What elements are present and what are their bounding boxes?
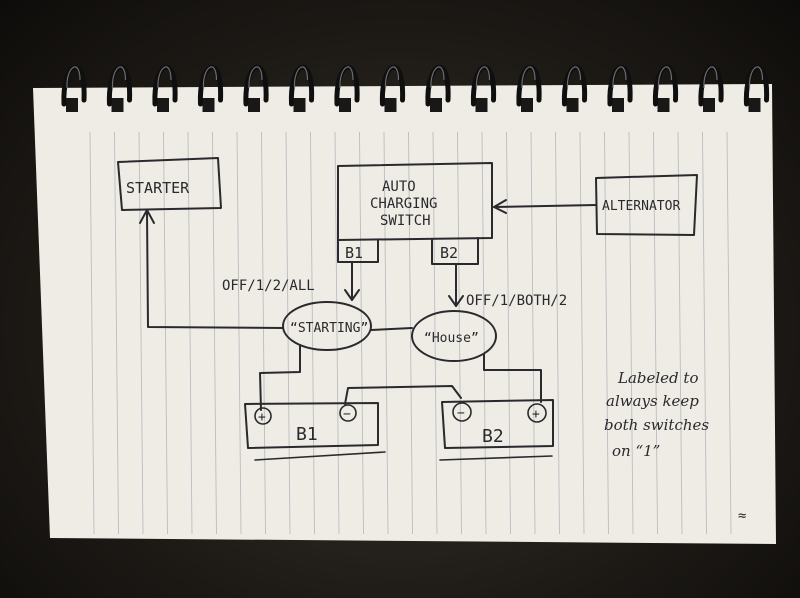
ruled-line — [677, 131, 683, 535]
starting-to-b1-positive-wire — [259, 345, 301, 411]
starting-switch-label: “STARTING” — [290, 321, 368, 336]
switch-label-line3: SWITCH — [380, 213, 431, 229]
spiral-ring — [425, 64, 451, 112]
starting-switch: “STARTING” — [282, 301, 372, 351]
spiral-ring — [516, 64, 542, 112]
ruled-line — [726, 131, 732, 535]
ruled-lines — [89, 131, 732, 535]
ruled-line — [653, 131, 658, 535]
battery-b1: + − B1 — [244, 402, 386, 461]
note-line-2: always keep — [606, 392, 699, 410]
corner-mark: ≈ — [738, 508, 746, 524]
starter-label: STARTER — [126, 179, 190, 197]
spiral-ring — [743, 64, 770, 112]
spiral-ring — [61, 64, 87, 112]
b2-negative-terminal: − — [457, 406, 465, 421]
house-switch-positions: OFF/1/BOTH/2 — [466, 293, 567, 309]
switch-b1-tab-label: B1 — [345, 244, 363, 262]
spiral-ring — [561, 64, 588, 112]
ruled-line — [481, 131, 487, 535]
house-to-b2-positive-wire — [483, 353, 542, 403]
handwritten-note: Labeled to always keep both switches on … — [604, 369, 709, 460]
ruled-line — [628, 131, 634, 535]
note-line-1: Labeled to — [617, 369, 699, 387]
ruled-line — [212, 131, 217, 535]
ruled-line — [285, 131, 291, 535]
b1-positive-terminal: + — [258, 410, 266, 425]
ruled-line — [432, 131, 438, 535]
b1-negative-terminal: − — [343, 407, 351, 422]
ruled-line — [457, 131, 462, 535]
b2-positive-terminal: + — [532, 407, 540, 422]
switch-b2-tab-label: B2 — [440, 244, 458, 262]
ruled-line — [261, 131, 266, 535]
ruled-line — [359, 131, 364, 535]
b2-label: B2 — [482, 426, 504, 447]
house-switch-label: “House” — [424, 331, 479, 346]
ruled-line — [236, 131, 242, 535]
ruled-line — [334, 131, 340, 535]
b2-to-house-wire — [448, 263, 464, 307]
auto-charging-switch-box: AUTO CHARGING SWITCH B1 B2 — [337, 162, 493, 265]
spiral-ring — [607, 64, 633, 112]
spiral-binding — [61, 64, 770, 112]
note-line-3: both switches — [604, 416, 709, 434]
spiral-ring — [152, 64, 178, 112]
notebook-page — [33, 84, 776, 544]
spiral-ring — [197, 64, 224, 112]
ruled-line — [310, 131, 315, 535]
house-switch: “House” — [411, 310, 497, 362]
ruled-line — [530, 131, 536, 535]
ruled-line — [89, 131, 95, 535]
spiral-ring — [652, 64, 679, 112]
spiral-ring — [106, 64, 133, 112]
ruled-line — [604, 131, 609, 535]
starting-to-starter-wire — [139, 209, 284, 329]
b1-to-starting-wire — [344, 261, 360, 301]
wiring-diagram: STARTER AUTO CHARGING SWITCH B1 B2 ALTER… — [117, 157, 746, 524]
ruled-line — [702, 131, 707, 535]
alternator-box: ALTERNATOR — [595, 174, 698, 236]
switch-label-line1: AUTO — [382, 179, 416, 195]
starter-box: STARTER — [117, 157, 222, 211]
b1-label: B1 — [296, 424, 318, 445]
alternator-label: ALTERNATOR — [602, 199, 680, 214]
negative-crosslink-wire — [344, 385, 462, 405]
switch-crosslink-wire — [370, 327, 413, 331]
ruled-line — [383, 131, 389, 535]
ruled-line — [506, 131, 511, 535]
switch-label-line2: CHARGING — [370, 196, 437, 212]
spiral-ring — [379, 64, 406, 112]
spiral-ring — [470, 64, 497, 112]
spiral-ring — [243, 64, 269, 112]
ruled-line — [555, 131, 560, 535]
battery-b2: − + B2 — [439, 399, 554, 461]
note-line-4: on “1” — [612, 442, 660, 460]
ruled-line — [163, 131, 168, 535]
starting-switch-positions: OFF/1/2/ALL — [222, 278, 315, 294]
ruled-line — [187, 131, 193, 535]
ruled-line — [138, 131, 144, 535]
ruled-line — [114, 131, 119, 535]
alternator-to-switch-wire — [493, 199, 597, 214]
spiral-ring — [288, 64, 315, 112]
ruled-line — [408, 131, 413, 535]
ruled-line — [579, 131, 585, 535]
spiral-ring — [698, 64, 724, 112]
spiral-ring — [334, 64, 360, 112]
